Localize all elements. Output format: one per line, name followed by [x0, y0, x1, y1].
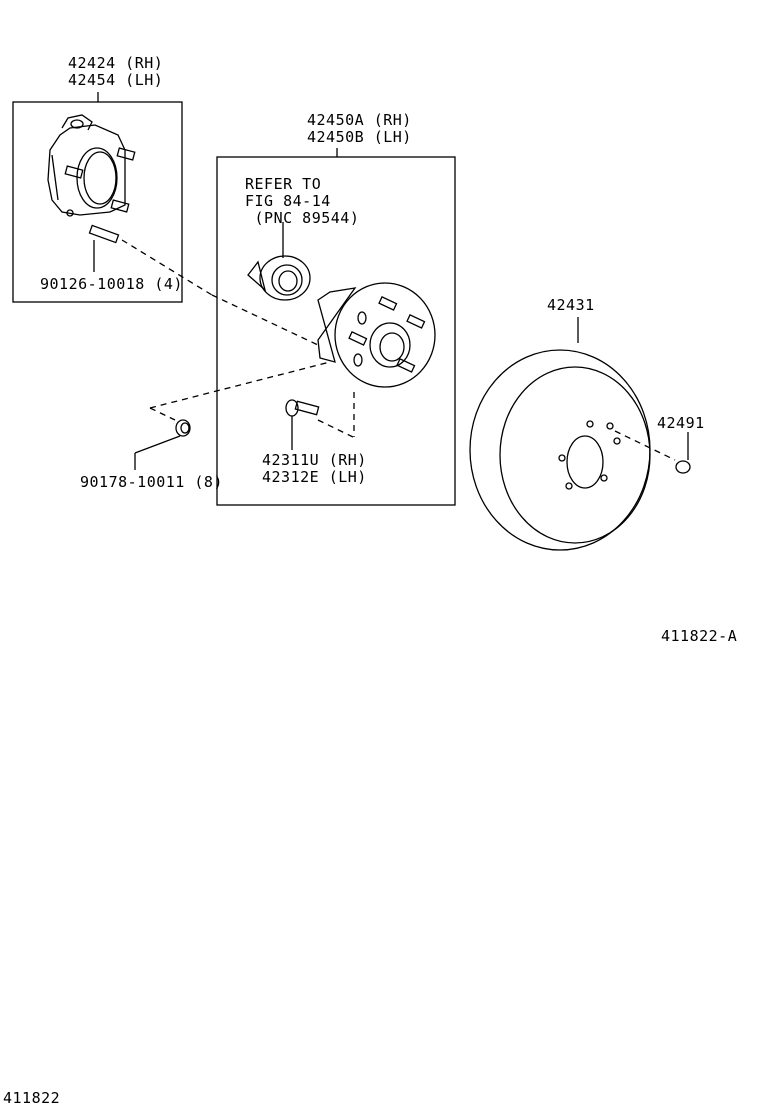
knuckle-group	[12, 92, 319, 346]
plug-icon	[675, 460, 691, 474]
disc-part-number[interactable]: 42431	[547, 296, 595, 314]
nut-part-number[interactable]: 90178-10011 (8)	[80, 473, 223, 491]
refer-note-line-3[interactable]: (PNC 89544)	[245, 209, 360, 227]
hub-bolt-icon	[285, 399, 320, 417]
refer-note-line-1: REFER TO	[245, 175, 322, 193]
nut-icon	[175, 419, 191, 437]
hub-part-number-rh[interactable]: 42450A (RH)	[307, 111, 412, 129]
stud-bolt-part-number[interactable]: 90126-10018 (4)	[40, 275, 183, 293]
refer-note-line-2[interactable]: FIG 84-14	[245, 192, 331, 210]
hub-group	[134, 148, 456, 506]
plug-part-number[interactable]: 42491	[657, 414, 705, 432]
knuckle-frame	[12, 101, 183, 303]
figure-id: 411822	[3, 1089, 61, 1107]
knuckle-part-number-lh[interactable]: 42454 (LH)	[68, 71, 164, 89]
hub-part-number-lh[interactable]: 42450B (LH)	[307, 128, 412, 146]
brake-disc-icon	[469, 349, 651, 551]
disc-group	[469, 317, 691, 551]
hub-frame	[216, 156, 456, 506]
hub-icon	[317, 282, 436, 388]
figure-variant-id: 411822-A	[661, 627, 738, 645]
bearing-icon	[247, 255, 311, 301]
hub-bolt-part-number-lh[interactable]: 42312E (LH)	[262, 468, 367, 486]
knuckle-icon	[47, 114, 136, 217]
stud-bolt-icon	[88, 224, 120, 272]
hub-bolt-part-number-rh[interactable]: 42311U (RH)	[262, 451, 367, 469]
knuckle-part-number-rh[interactable]: 42424 (RH)	[68, 54, 164, 72]
